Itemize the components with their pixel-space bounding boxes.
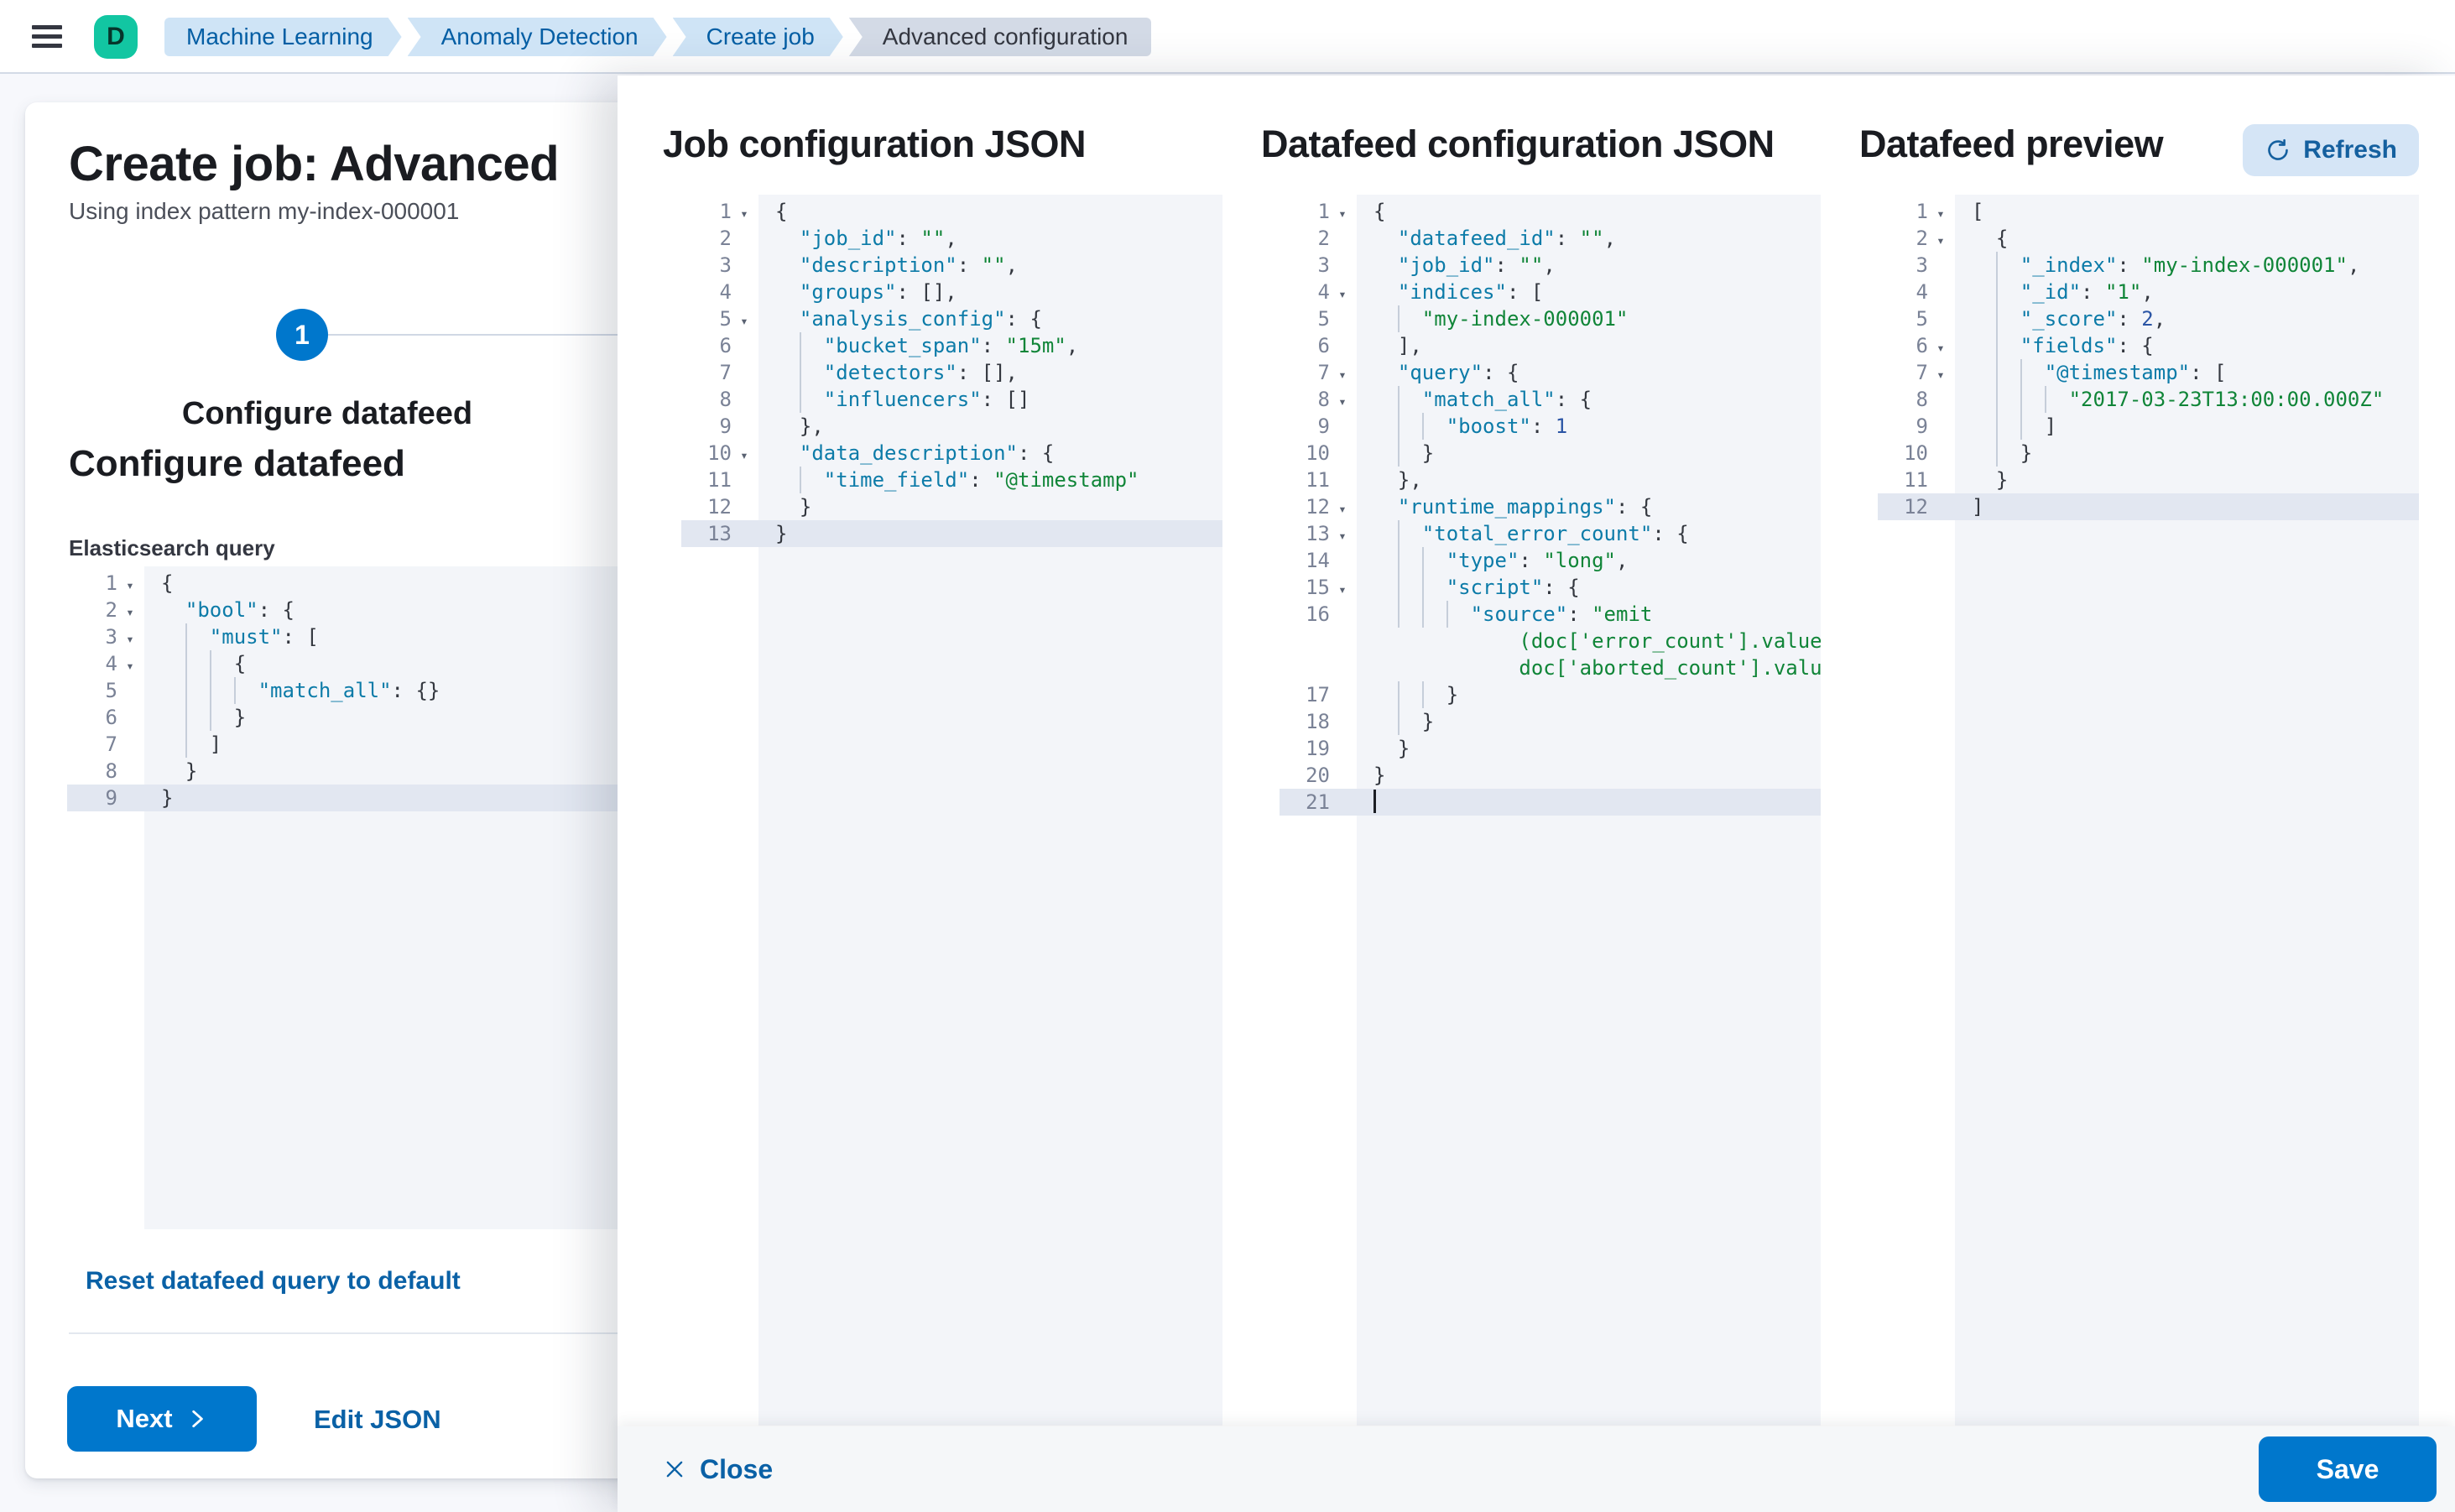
edit-json-link[interactable]: Edit JSON: [314, 1405, 441, 1434]
datafeed-configuration-column: Datafeed configuration JSON 1▾{ 2 "datafe…: [1261, 123, 1821, 1426]
refresh-button[interactable]: Refresh: [2243, 124, 2419, 176]
close-button-label: Close: [700, 1453, 774, 1484]
create-job-panel: Create job: Advanced Using index pattern…: [25, 102, 638, 1478]
elasticsearch-query-label: Elasticsearch query: [69, 535, 275, 560]
step-1-label: Configure datafeed: [181, 396, 473, 431]
reset-datafeed-query-link[interactable]: Reset datafeed query to default: [86, 1267, 461, 1295]
breadcrumb: Machine Learning Anomaly Detection Creat…: [164, 18, 1152, 56]
datafeed-preview-editor[interactable]: 1▾[ 2▾ {3 "_index": "my-index-000001",4 "…: [1878, 195, 2419, 1426]
code-row: 6 ],: [1317, 334, 1422, 357]
code-row: 8 }: [105, 759, 198, 783]
save-button[interactable]: Save: [2259, 1436, 2437, 1502]
divider: [69, 1332, 638, 1334]
breadcrumb-machine-learning[interactable]: Machine Learning: [164, 18, 402, 56]
next-button-label: Next: [116, 1404, 173, 1433]
code-row: 4▾ {: [105, 650, 247, 677]
code-row: 17 }: [1306, 681, 1459, 708]
edit-json-flyout: Job configuration JSON 1▾{ 2 "job_id": ""…: [618, 76, 2455, 1512]
section-title: Configure datafeed: [69, 443, 405, 484]
job-configuration-title: Job configuration JSON: [663, 123, 1087, 165]
code-row: 5 "my-index-000001": [1317, 305, 1629, 332]
breadcrumb-advanced-configuration: Advanced configuration: [848, 18, 1152, 56]
elasticsearch-query-editor[interactable]: 1▾{ 2▾ "bool": {3▾ "must": [4▾ {5 "match_…: [67, 566, 638, 1229]
code-row: 2▾ {: [1916, 227, 2009, 250]
code-row: 10 }: [1306, 440, 1435, 467]
code-row: 11 }: [1904, 468, 2009, 492]
code-row: 5 "_score": 2,: [1916, 305, 2166, 332]
code-row: 19 }: [1306, 737, 1410, 760]
code-row: 7▾ "@timestamp": [: [1916, 359, 2227, 386]
code-row: 4▾ "indices": [: [1317, 280, 1544, 304]
code-row: 9}: [67, 785, 638, 811]
code-row: 14 "type": "long",: [1306, 547, 1629, 574]
menu-icon[interactable]: [32, 25, 62, 49]
code-row: 7 ]: [105, 731, 222, 758]
datafeed-configuration-editor[interactable]: 1▾{ 2 "datafeed_id": "", 3 "job_id": "", 4▾…: [1280, 195, 1821, 1426]
close-icon: [663, 1457, 686, 1481]
code-row: 4 "_id": "1",: [1916, 279, 2154, 305]
code-row: 12▾ "runtime_mappings": {: [1306, 495, 1653, 519]
code-row: 3▾ "must": [: [105, 623, 319, 650]
code-row: 11 },: [1306, 468, 1422, 492]
code-row: 8▾ "match_all": {: [1317, 386, 1592, 413]
flyout-footer: Close Save: [618, 1426, 2455, 1512]
job-configuration-editor[interactable]: 1▾{ 2 "job_id": "", 3 "description": "", 4 …: [681, 195, 1222, 1426]
code-row: (doc['error_count'].value +: [1373, 629, 1821, 653]
code-row: 3 "job_id": "",: [1317, 253, 1556, 277]
breadcrumb-anomaly-detection[interactable]: Anomaly Detection: [408, 18, 667, 56]
code-row: 6 }: [105, 704, 247, 731]
code-row: 18 }: [1306, 708, 1435, 735]
code-row: 7▾ "query": {: [1317, 361, 1519, 384]
code-row: 13}: [681, 520, 1222, 547]
code-row: 6▾ "fields": {: [1916, 332, 2154, 359]
code-row: 1▾{: [105, 571, 174, 595]
code-row: 13▾ "total_error_count": {: [1306, 520, 1689, 547]
code-row: 9 },: [719, 414, 824, 438]
code-row: 9 ]: [1916, 413, 2057, 440]
code-row: 8 "2017-03-23T13:00:00.000Z": [1916, 386, 2385, 413]
job-configuration-column: Job configuration JSON 1▾{ 2 "job_id": ""…: [663, 123, 1222, 1426]
code-row: 6 "bucket_span": "15m",: [719, 332, 1079, 359]
code-row: 5▾ "analysis_config": {: [719, 307, 1042, 331]
code-row: 7 "detectors": [],: [719, 359, 1018, 386]
datafeed-preview-column: Datafeed preview Refresh 1▾[ 2▾ {3 "_inde…: [1859, 123, 2419, 1426]
avatar[interactable]: D: [94, 15, 138, 59]
code-row: 2 "datafeed_id": "",: [1317, 227, 1617, 250]
code-row: 3 "description": "",: [719, 253, 1019, 277]
datafeed-preview-title: Datafeed preview: [1859, 123, 2164, 165]
code-row: 12]: [1878, 493, 2419, 520]
code-row: 10▾ "data_description": {: [707, 441, 1055, 465]
close-button[interactable]: Close: [663, 1454, 773, 1485]
code-row: 1▾{: [1317, 200, 1386, 223]
arrow-right-icon: [186, 1408, 208, 1430]
code-row: 9 "boost": 1: [1317, 413, 1568, 440]
breadcrumb-create-job[interactable]: Create job: [673, 18, 843, 56]
code-row: 5 "match_all": {}: [105, 677, 440, 704]
page-subtitle: Using index pattern my-index-000001: [69, 198, 460, 224]
refresh-icon: [2265, 137, 2291, 164]
code-row: 21: [1280, 789, 1821, 816]
code-row: 8 "influencers": []: [719, 386, 1030, 413]
code-row: 2 "job_id": "",: [719, 227, 957, 250]
code-row: 3 "_index": "my-index-000001",: [1916, 252, 2360, 279]
code-row: 15▾ "script": {: [1306, 574, 1580, 601]
code-row: 16 "source": "emit: [1306, 601, 1653, 628]
step-1-indicator[interactable]: 1: [276, 309, 328, 361]
next-button[interactable]: Next: [67, 1386, 257, 1452]
code-row: doc['aborted_count'].value)": [1373, 656, 1821, 680]
code-row: 10 }: [1904, 440, 2033, 467]
datafeed-configuration-title: Datafeed configuration JSON: [1261, 123, 1775, 165]
code-row: 1▾{: [719, 200, 788, 223]
top-navigation-bar: D Machine Learning Anomaly Detection Cre…: [0, 0, 2455, 74]
code-row: 20}: [1306, 764, 1386, 787]
code-row: 4 "groups": [],: [719, 280, 957, 304]
page-title: Create job: Advanced: [69, 137, 560, 191]
code-row: 12 }: [707, 495, 812, 519]
code-row: 11 "time_field": "@timestamp": [707, 467, 1139, 493]
code-row: 1▾[: [1916, 200, 1984, 223]
refresh-button-label: Refresh: [2303, 136, 2397, 164]
step-connector-line: [328, 334, 638, 336]
code-row: 2▾ "bool": {: [105, 598, 294, 622]
